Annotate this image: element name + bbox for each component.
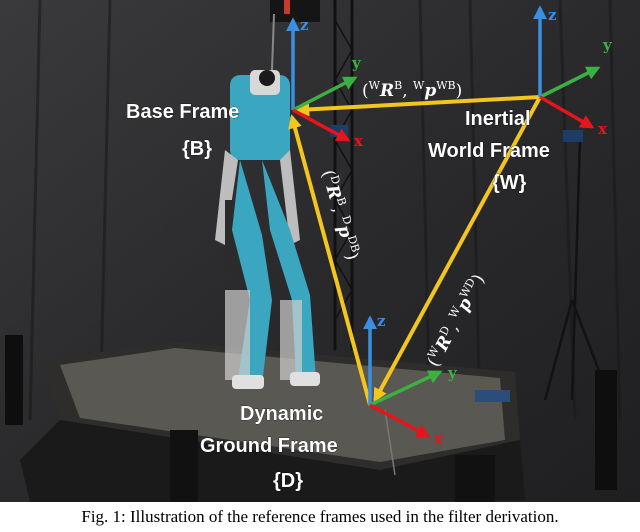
pillar-left	[5, 335, 23, 425]
link-world-to-dynamic	[373, 96, 542, 403]
dynamic-x-axis	[369, 403, 431, 438]
dynamic-y-axis	[369, 370, 443, 407]
treadmill	[20, 342, 525, 502]
world-y-axis	[539, 66, 601, 99]
tether	[271, 13, 275, 71]
base-frame-label: Base Frame	[126, 101, 239, 123]
world-frame-label: World Frame	[428, 140, 550, 162]
transform-world-base: (WRB, WpWB)	[362, 79, 462, 101]
base-y-axis	[292, 76, 358, 112]
safety-strap	[284, 0, 290, 14]
base-frame-axes	[286, 17, 358, 142]
dynamic-y-label: y	[447, 364, 458, 382]
world-frame-id: {W}	[492, 172, 527, 194]
base-y-label: y	[351, 54, 362, 72]
world-y-label: y	[602, 36, 613, 54]
dynamic-frame-axes	[363, 315, 443, 438]
biped-robot	[215, 70, 320, 389]
base-x-label: x	[354, 132, 364, 150]
figure-caption: Fig. 1: Illustration of the reference fr…	[81, 507, 559, 526]
pillar-right	[595, 370, 617, 490]
link-dynamic-to-base	[288, 114, 372, 406]
world-z-label: z	[548, 6, 557, 24]
dynamic-z-label: z	[377, 312, 386, 330]
base-x-axis	[292, 108, 351, 142]
world-frame-axes	[533, 5, 601, 129]
world-x-axis	[539, 95, 595, 129]
link-world-to-base	[295, 95, 541, 117]
base-frame-id: {B}	[182, 138, 212, 160]
world-x-label: x	[598, 120, 608, 138]
support-truss	[333, 0, 354, 350]
ground-frame-label: Ground Frame	[200, 435, 338, 457]
transform-dynamic-base: (DRB, DpDB)	[317, 167, 364, 262]
dynamic-frame-id: {D}	[273, 470, 303, 492]
inertial-label: Inertial	[465, 108, 531, 130]
tracker-camera-right	[563, 130, 583, 142]
transform-links	[288, 95, 542, 406]
curtain-folds	[28, 0, 622, 421]
figure-photo: z y x z y x z y x Base Frame {B} Inertia…	[0, 0, 640, 502]
dynamic-x-label: x	[434, 430, 444, 448]
base-z-label: z	[300, 16, 309, 34]
dynamic-label: Dynamic	[240, 403, 323, 425]
top-bar	[270, 0, 320, 22]
